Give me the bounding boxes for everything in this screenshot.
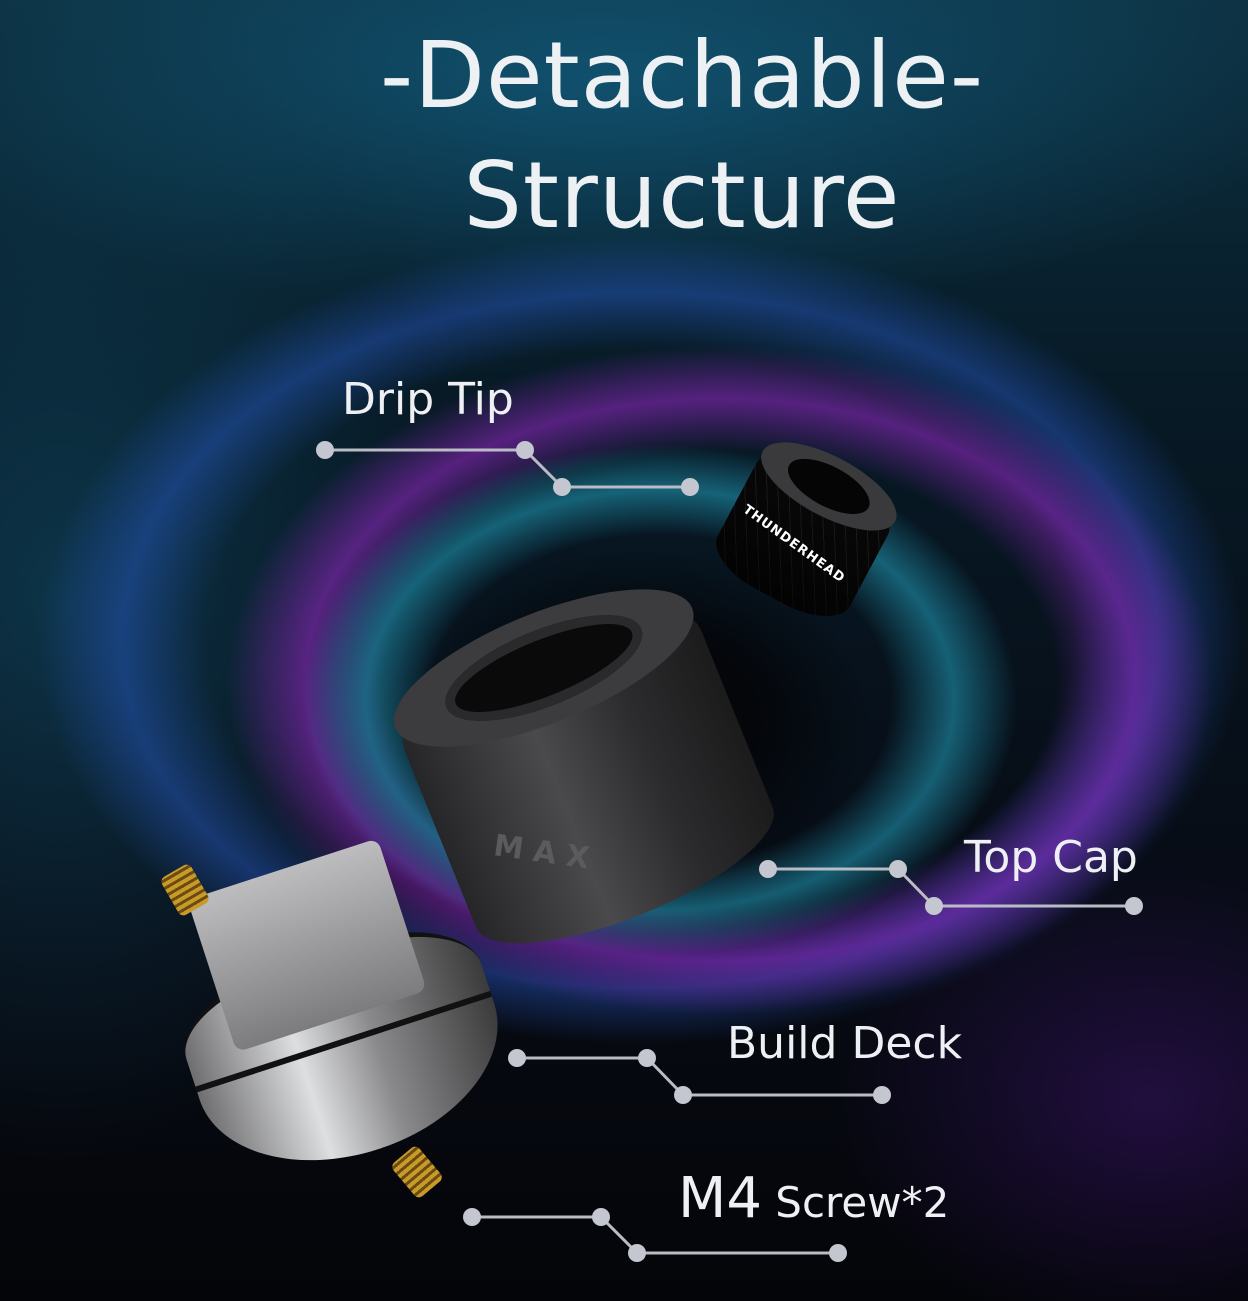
drip-tip-leader — [325, 448, 690, 489]
build-deck-leader — [517, 1056, 882, 1097]
title-line-2: Structure — [463, 142, 901, 249]
screw-size: M4 — [678, 1166, 762, 1231]
build-deck-label: Build Deck — [727, 1018, 963, 1069]
screw-count: Screw*2 — [761, 1178, 950, 1227]
top-cap-leader — [768, 867, 1134, 908]
top-cap-label: Top Cap — [964, 832, 1138, 883]
title-line-1: -Detachable- — [379, 22, 985, 129]
drip-tip-label: Drip Tip — [342, 374, 514, 425]
screw-leader — [472, 1215, 838, 1255]
screw-label: M4 Screw*2 — [678, 1166, 949, 1231]
